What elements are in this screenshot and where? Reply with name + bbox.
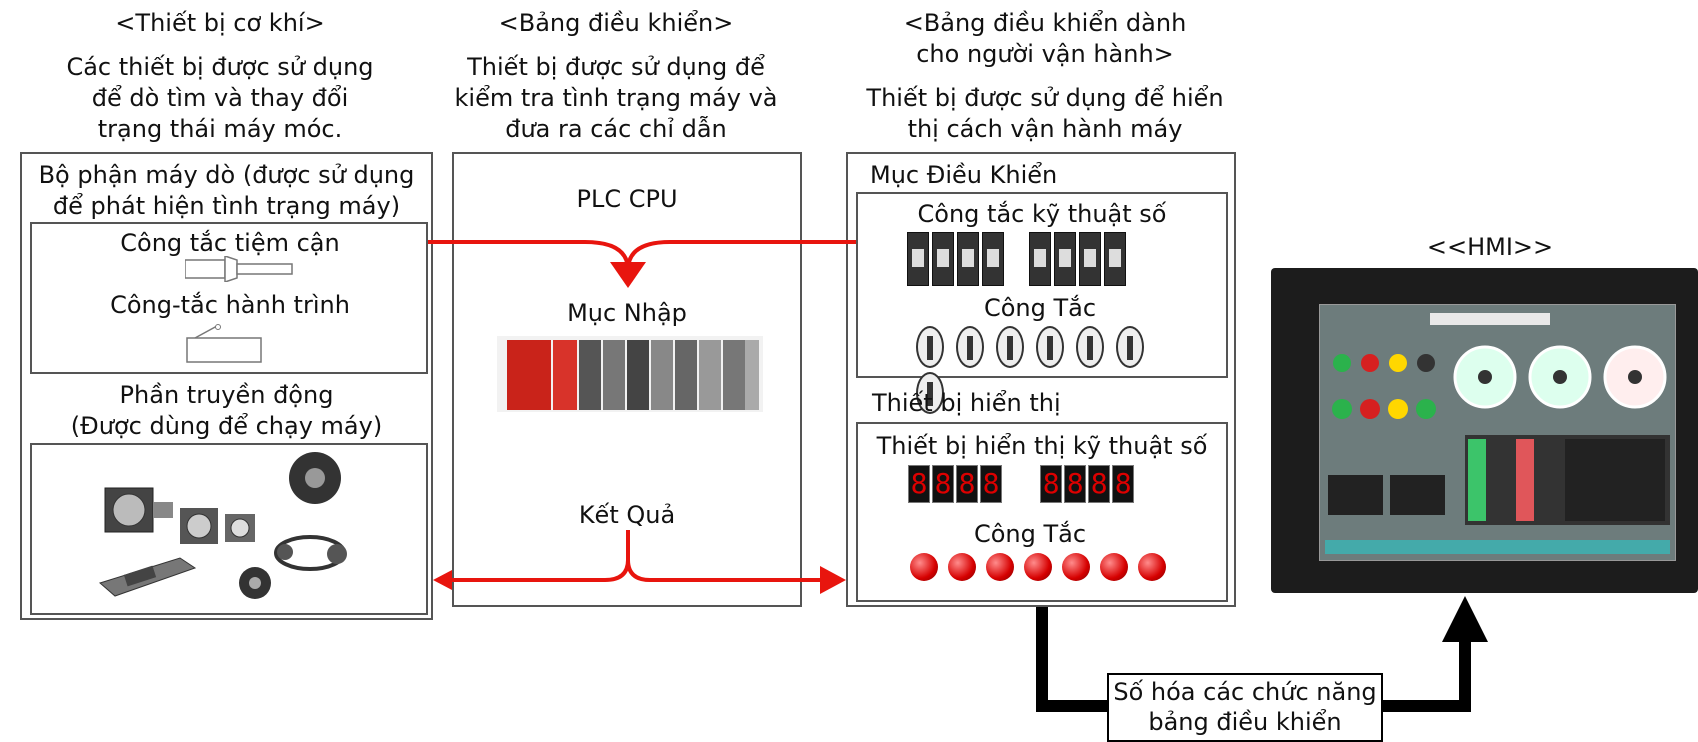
digitize-label-2: bảng điều khiển [1148,708,1342,736]
mechanical-desc-3: trạng thái máy móc. [97,115,343,143]
seven-segment-digit: 8 [980,465,1002,503]
display-section-label: Thiết bị hiển thị [872,389,1061,417]
gear-icon [239,452,341,599]
detector-title-1: Bộ phận máy dò (được sử dụng [38,161,415,189]
plc-module-image [497,336,763,412]
control-panel-desc-3: đưa ra các chỉ dẫn [505,115,727,143]
switch-label: Công Tắc [983,294,1097,322]
hmi-screen[interactable] [1319,304,1676,561]
mechanical-desc-2: để dò tìm và thay đổi [91,84,349,112]
operator-panel-desc-2: thị cách vận hành máy [907,115,1183,143]
output-arrowhead-right [820,566,846,594]
digital-display-label: Thiết bị hiển thị kỹ thuật số [876,432,1208,460]
indicator-lamp[interactable] [1062,553,1090,581]
toggle-switch[interactable] [956,326,984,368]
toggle-switch[interactable] [916,326,944,368]
toggle-switch[interactable] [996,326,1024,368]
digitize-arrowhead [1442,596,1488,642]
drive-title-2: (Được dùng để chạy máy) [70,412,383,440]
seven-segment-digit: 8 [1064,465,1087,503]
seven-segment-digit: 8 [932,465,954,503]
control-panel-header: <Bảng điều khiển> [498,9,734,37]
seven-segment-digit: 8 [1088,465,1111,503]
mechanical-header: <Thiết bị cơ khí> [115,9,325,37]
linear-actuator-icon [98,557,197,597]
digital-switch-label: Công tắc kỹ thuật số [917,200,1167,228]
digital-switch[interactable] [957,232,979,286]
servo-motor-icon [104,487,255,544]
control-panel-desc-1: Thiết bị được sử dụng để [467,53,765,81]
hmi-displays [1328,475,1445,515]
input-label: Mục Nhập [567,299,687,327]
hmi-device [1271,268,1698,593]
indicator-lamp[interactable] [948,553,976,581]
indicator-lamp[interactable] [910,553,938,581]
indicator-lamp[interactable] [1138,553,1166,581]
digital-switch[interactable] [1079,232,1102,286]
drive-title-1: Phần truyền động [119,381,334,409]
operator-panel-header-2: cho người vận hành> [916,40,1174,68]
digital-switch[interactable] [907,232,929,286]
toggle-switch[interactable] [1076,326,1104,368]
digitize-label-box [1107,673,1383,742]
seven-segment-digit: 8 [1112,465,1135,503]
detector-title-2: để phát hiện tình trạng máy) [52,192,401,220]
seven-segment-digit: 8 [1040,465,1063,503]
seven-segment-digit: 8 [908,465,930,503]
limit-switch-icon [185,324,265,364]
digital-switch[interactable] [1104,232,1127,286]
lamp-label: Công Tắc [973,520,1087,548]
hmi-table [1465,435,1670,525]
digital-switch[interactable] [982,232,1004,286]
mechanical-desc-1: Các thiết bị được sử dụng [66,53,374,81]
indicator-lamp[interactable] [986,553,1014,581]
proximity-switch-label: Công tắc tiệm cận [120,229,340,257]
belt-icon [274,535,347,571]
hmi-header: <<HMI>> [1426,233,1554,261]
limit-switch-label: Công-tắc hành trình [110,291,350,319]
operator-panel-header-1: <Bảng điều khiển dành [903,9,1187,37]
actuators-illustration [85,448,365,608]
lamp-group [910,553,1190,585]
digital-switch[interactable] [1029,232,1052,286]
proximity-switch-icon [185,256,295,282]
hmi-buttons [1332,354,1436,419]
hmi-gauges [1453,345,1667,409]
digital-switch-group [907,232,1187,288]
output-label: Kết Quả [578,501,676,529]
toggle-switch[interactable] [916,372,944,414]
output-arrowhead-left [433,570,452,590]
digitize-label-1: Số hóa các chức năng [1113,678,1377,706]
plc-cpu-label: PLC CPU [576,185,678,213]
indicator-lamp[interactable] [1024,553,1052,581]
digital-switch[interactable] [1054,232,1077,286]
toggle-switch[interactable] [1116,326,1144,368]
digital-switch[interactable] [932,232,954,286]
control-section-label: Mục Điều Khiển [870,161,1058,189]
control-panel-desc-2: kiểm tra tình trạng máy và [454,84,778,112]
toggle-switch-group [916,326,1186,414]
seven-segment-digit: 8 [956,465,978,503]
indicator-lamp[interactable] [1100,553,1128,581]
toggle-switch[interactable] [1036,326,1064,368]
operator-panel-desc-1: Thiết bị được sử dụng để hiển [866,84,1224,112]
